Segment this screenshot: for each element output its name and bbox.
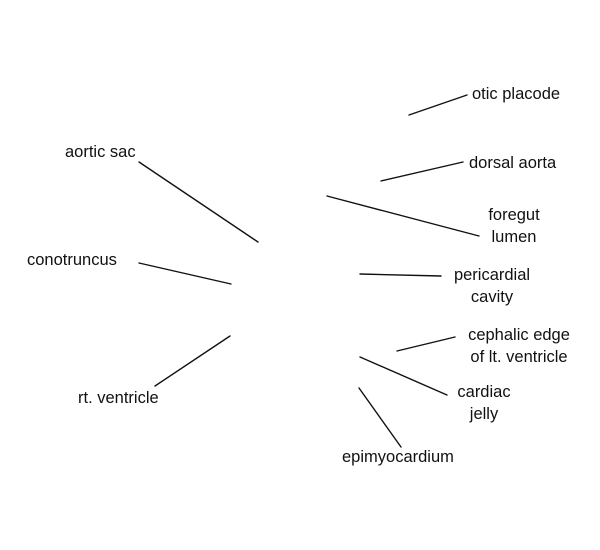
label-pericardial-cavity-line-1: pericardial xyxy=(453,266,531,284)
leader-line-cardiac-jelly xyxy=(359,356,448,396)
label-foregut-lumen-line-1: foregut xyxy=(488,206,540,224)
label-cephalic-edge-line-2: of lt. ventricle xyxy=(470,348,568,366)
leader-line-epimyocardium xyxy=(358,387,402,448)
label-epimyocardium: epimyocardium xyxy=(342,448,454,466)
label-cardiac-jelly: cardiac jelly xyxy=(446,381,522,425)
label-cephalic-edge-line-1: cephalic edge xyxy=(468,326,570,344)
leader-line-otic-placode xyxy=(408,94,468,116)
label-foregut-lumen: foregut lumen xyxy=(480,204,548,248)
leader-line-rt-ventricle xyxy=(154,335,231,387)
leader-line-aortic-sac xyxy=(138,161,259,243)
leader-line-dorsal-aorta xyxy=(380,161,464,182)
leader-line-pericardial-cavity xyxy=(359,273,442,277)
leader-line-foregut-lumen xyxy=(326,195,480,237)
label-foregut-lumen-line-2: lumen xyxy=(491,228,537,246)
label-cardiac-jelly-line-1: cardiac xyxy=(457,383,511,401)
leader-line-cephalic-edge xyxy=(396,336,456,352)
label-aortic-sac: aortic sac xyxy=(65,143,136,161)
label-dorsal-aorta: dorsal aorta xyxy=(469,154,557,172)
label-rt-ventricle: rt. ventricle xyxy=(78,389,159,407)
label-cephalic-edge: cephalic edge of lt. ventricle xyxy=(455,324,583,368)
leader-line-conotruncus xyxy=(138,262,232,285)
label-cardiac-jelly-line-2: jelly xyxy=(469,405,499,423)
label-conotruncus: conotruncus xyxy=(27,251,117,269)
label-pericardial-cavity-line-2: cavity xyxy=(470,288,514,306)
label-otic-placode: otic placode xyxy=(472,85,561,103)
label-pericardial-cavity: pericardial cavity xyxy=(444,264,540,308)
